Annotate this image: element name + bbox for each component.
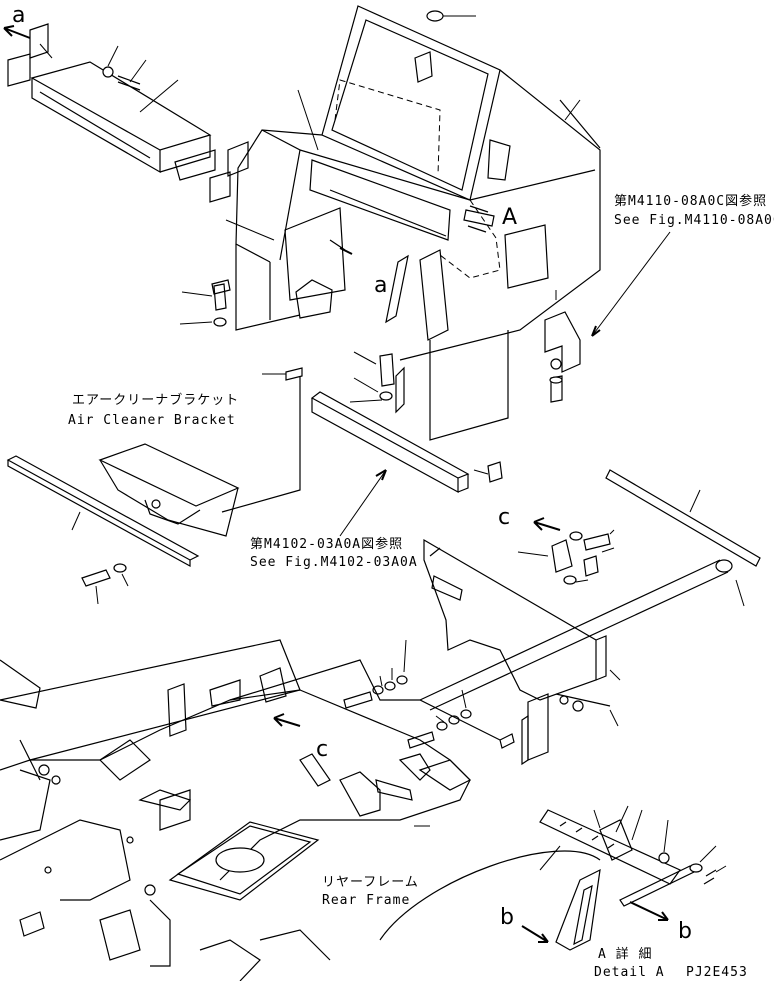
callout-b1: b — [500, 905, 514, 930]
air-cleaner-bracket — [6, 443, 240, 605]
rearframe-jp: リヤーフレーム — [322, 875, 419, 890]
right-small-bracket — [544, 290, 581, 403]
rearframe-en: Rear Frame — [322, 893, 410, 908]
ref2-arrowhead — [375, 469, 387, 481]
right-panel — [423, 529, 615, 701]
ref1-jp: 第M4110-08A0C図参照 — [614, 193, 767, 209]
arrow-to-A — [463, 205, 495, 233]
arrow-b1 — [521, 925, 549, 943]
long-rod — [419, 469, 761, 711]
rod-fasteners — [343, 639, 621, 766]
aircleaner-jp: エアークリーナブラケット — [72, 392, 239, 408]
rear-frame — [0, 639, 601, 981]
detail-A — [539, 805, 727, 951]
callout-c1: c — [498, 505, 510, 530]
ref1-en: See Fig.M4110-08A0C — [614, 213, 774, 228]
callout-b2: b — [678, 919, 692, 944]
ref2-leader — [339, 469, 387, 537]
callout-A: A — [502, 205, 517, 230]
arrow-c1 — [533, 517, 561, 531]
callout-a-mid: a — [374, 273, 387, 298]
drawing-code: PJ2E453 — [686, 965, 748, 980]
arrow-b2 — [629, 901, 669, 921]
detail-jp: A 詳 細 — [598, 946, 652, 962]
callout-a-top: a — [12, 3, 25, 28]
arrow-a-top — [3, 25, 31, 39]
arrow-c2 — [273, 713, 301, 727]
ref2-jp: 第M4102-03A0A図参照 — [250, 536, 403, 552]
center-bolts — [349, 351, 405, 414]
aircleaner-en: Air Cleaner Bracket — [68, 413, 236, 428]
top-left-bracket — [7, 23, 249, 203]
left-bolts — [179, 279, 303, 513]
crossbar — [310, 391, 503, 494]
detail-en: Detail A — [594, 965, 665, 980]
ref1-arrowhead — [591, 325, 601, 337]
callout-c2: c — [316, 737, 328, 762]
ref1-leader — [591, 231, 671, 337]
ref2-en: See Fig.M4102-03A0A — [250, 555, 418, 570]
hood-cover — [225, 5, 601, 441]
